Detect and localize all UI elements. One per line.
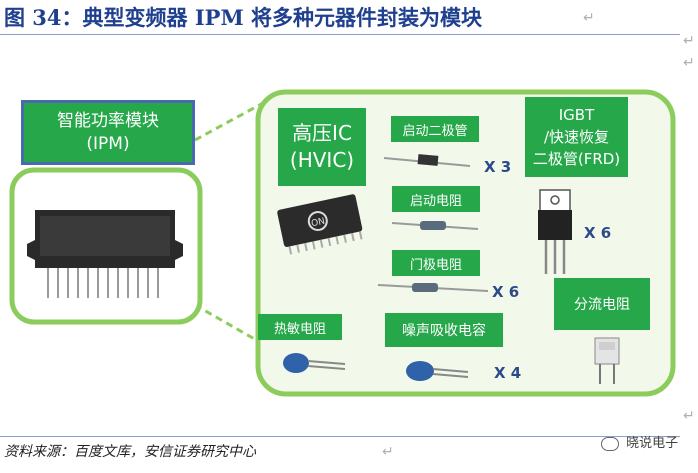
- igbt-label-line3: 二极管(FRD): [533, 148, 620, 170]
- gate-resistor-qty: X 6: [492, 283, 519, 301]
- ipm-label-line1: 智能功率模块: [57, 110, 159, 133]
- return-mark-icon: ↵: [683, 409, 695, 423]
- igbt-label-line2: /快速恢复: [544, 126, 609, 148]
- igbt-qty: X 6: [584, 224, 611, 242]
- startup-diode-qty: X 3: [484, 158, 511, 176]
- hvic-label-line2: (HVIC): [290, 147, 354, 174]
- hvic-label-line1: 高压IC: [292, 120, 352, 147]
- startup-diode-box: 启动二极管: [391, 116, 479, 142]
- igbt-label-line1: IGBT: [559, 104, 595, 126]
- watermark-text: 晓说电子: [626, 436, 678, 451]
- thermistor-box: 热敏电阻: [258, 314, 342, 340]
- igbt-frd-box: IGBT /快速恢复 二极管(FRD): [525, 97, 628, 177]
- ipm-label-line2: (IPM): [86, 133, 129, 156]
- ipm-label-box: 智能功率模块 (IPM): [21, 100, 195, 165]
- snubber-capacitor-qty: X 4: [494, 364, 521, 382]
- gate-resistor-box: 门极电阻: [392, 250, 480, 276]
- title-divider: [0, 34, 680, 35]
- figure-title: 图 34：典型变频器 IPM 将多种元器件封装为模块: [4, 3, 482, 33]
- return-mark-icon: ↵: [382, 445, 394, 459]
- shunt-resistor-box: 分流电阻: [554, 278, 650, 330]
- startup-resistor-box: 启动电阻: [392, 186, 480, 212]
- snubber-capacitor-box: 噪声吸收电容: [385, 313, 503, 347]
- footer-divider: [0, 436, 680, 437]
- wechat-icon: [601, 437, 619, 451]
- connector-top: [195, 102, 265, 140]
- connector-bottom: [195, 305, 265, 345]
- source-note: 资料来源：百度文库，安信证券研究中心: [4, 441, 256, 461]
- hvic-box: 高压IC (HVIC): [278, 108, 366, 186]
- watermark: 晓说电子: [601, 432, 678, 451]
- return-mark-icon: ↵: [583, 11, 595, 25]
